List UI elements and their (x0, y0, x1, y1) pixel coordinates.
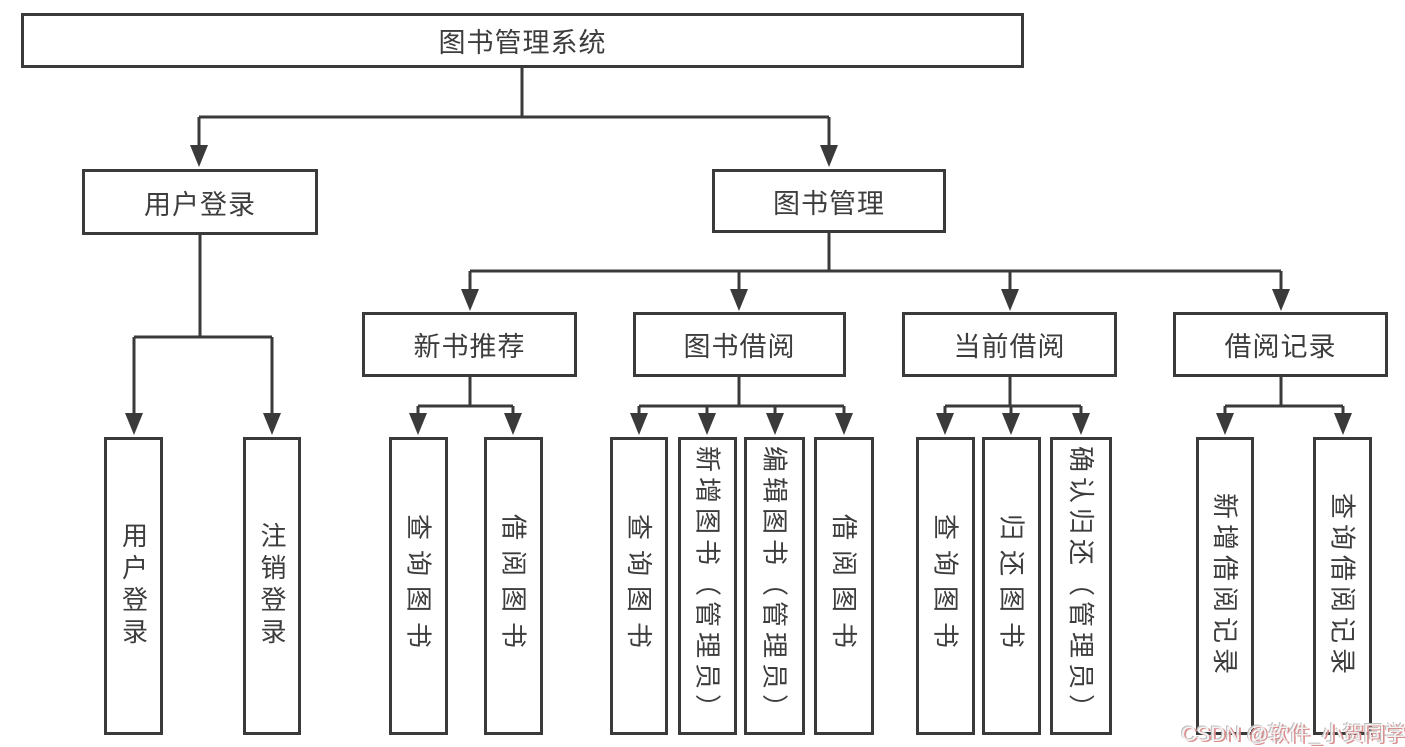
leaf-query-borrow-record: 查询借阅记录 (1313, 437, 1372, 735)
leaf-query-book-3: 查询图书 (916, 437, 975, 735)
leaf-add-book-admin: 新增图书（管理员） (678, 437, 737, 735)
node-label: 查询借阅记录 (1327, 492, 1358, 679)
node-label: 查询图书 (930, 513, 961, 658)
node-label: 新增借阅记录 (1210, 492, 1240, 679)
watermark: CSDN @软件_小贺同学 (1181, 723, 1405, 746)
leaf-query-book-2: 查询图书 (610, 437, 668, 735)
node-label: 归还图书 (996, 513, 1027, 658)
leaf-user-login: 用户登录 (104, 437, 163, 735)
leaf-edit-book-admin: 编辑图书（管理员） (744, 437, 805, 735)
node-label: 确认归还（管理员） (1066, 446, 1096, 726)
node-label: 图书管理系统 (438, 28, 607, 58)
leaf-return-book: 归还图书 (982, 437, 1041, 735)
arrowheads (125, 145, 1352, 435)
leaf-add-borrow-record: 新增借阅记录 (1196, 437, 1254, 735)
node-label: 借阅记录 (1224, 332, 1337, 362)
node-new-book-recommend: 新书推荐 (362, 312, 577, 377)
node-label: 查询图书 (403, 513, 434, 658)
node-label: 编辑图书（管理员） (759, 446, 790, 726)
node-label: 借阅图书 (829, 513, 859, 658)
leaf-confirm-return-admin: 确认归还（管理员） (1050, 437, 1112, 735)
node-label: 图书管理 (773, 188, 885, 219)
node-user-login: 用户登录 (82, 169, 318, 235)
node-current-borrow: 当前借阅 (902, 312, 1117, 377)
leaf-borrow-book-1: 借阅图书 (484, 437, 543, 735)
leaf-query-book-1: 查询图书 (389, 437, 448, 735)
node-label: 用户登录 (118, 522, 149, 650)
leaf-borrow-book-2: 借阅图书 (814, 437, 874, 735)
node-book-borrow: 图书借阅 (633, 312, 846, 377)
node-label: 查询图书 (624, 513, 654, 658)
node-library-system: 图书管理系统 (21, 13, 1024, 68)
node-label: 注销登录 (257, 522, 287, 650)
node-book-management: 图书管理 (712, 169, 946, 233)
node-label: 新增图书（管理员） (692, 446, 723, 726)
node-borrow-records: 借阅记录 (1173, 312, 1388, 377)
node-label: 当前借阅 (953, 332, 1066, 362)
node-label: 图书借阅 (683, 332, 796, 362)
node-label: 借阅图书 (498, 513, 529, 658)
node-label: 用户登录 (144, 189, 256, 220)
node-label: 新书推荐 (413, 332, 526, 362)
leaf-logout: 注销登录 (243, 437, 301, 735)
